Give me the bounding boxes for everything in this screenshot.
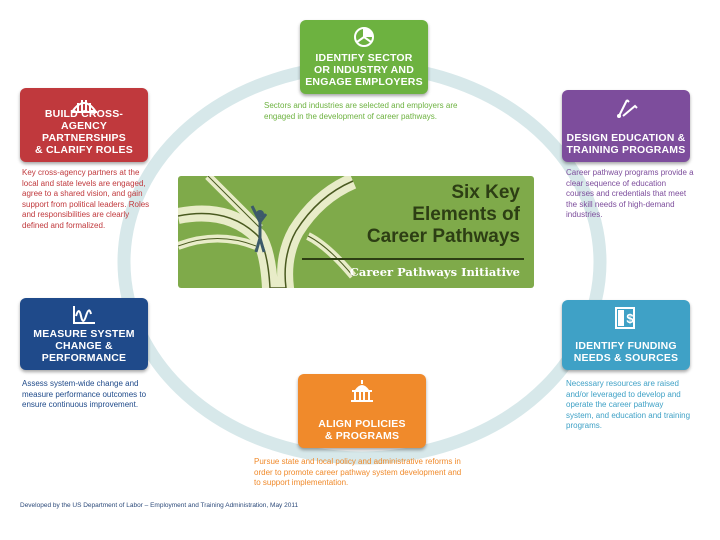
measure-system-title: MEASURE SYSTEM CHANGE & PERFORMANCE	[24, 328, 144, 364]
identify-sector-description: Sectors and industries are selected and …	[264, 101, 469, 122]
measure-system-description: Assess system-wide change and measure pe…	[22, 379, 162, 411]
build-partnerships-box: BUILD CROSS-AGENCY PARTNERSHIPS & CLARIF…	[20, 88, 148, 162]
identify-funding-box: $ IDENTIFY FUNDING NEEDS & SOURCES	[562, 300, 690, 370]
dollar-door-icon: $	[613, 306, 639, 335]
build-partnerships-title: BUILD CROSS-AGENCY PARTNERSHIPS & CLARIF…	[24, 108, 144, 156]
align-policies-description: Pursue state and local policy and admini…	[254, 457, 466, 489]
center-subtitle: Career Pathways Initiative	[350, 265, 520, 279]
measure-system-box: MEASURE SYSTEM CHANGE & PERFORMANCE	[20, 298, 148, 370]
center-divider	[302, 258, 524, 260]
identify-funding-description: Necessary resources are raised and/or le…	[566, 379, 692, 432]
design-education-box: DESIGN EDUCATION & TRAINING PROGRAMS	[562, 90, 690, 162]
pie-chart-icon	[353, 26, 375, 53]
svg-text:$: $	[626, 311, 634, 326]
design-education-description: Career pathway programs provide a clear …	[566, 168, 694, 221]
tree-illustration	[178, 176, 358, 288]
pen-tools-icon	[613, 96, 639, 125]
footer-credit: Developed by the US Department of Labor …	[20, 502, 298, 509]
align-policies-title: ALIGN POLICIES & PROGRAMS	[302, 418, 422, 442]
center-heading: Six Key Elements of Career Pathways	[367, 182, 520, 248]
build-partnerships-description: Key cross-agency partners at the local a…	[22, 168, 150, 231]
identify-funding-title: IDENTIFY FUNDING NEEDS & SOURCES	[566, 340, 686, 364]
capitol-icon	[347, 380, 377, 409]
center-panel: Six Key Elements of Career Pathways Care…	[178, 176, 534, 288]
align-policies-box: ALIGN POLICIES & PROGRAMS	[298, 374, 426, 448]
line-graph-icon	[71, 304, 97, 331]
design-education-title: DESIGN EDUCATION & TRAINING PROGRAMS	[566, 132, 686, 156]
identify-sector-title: IDENTIFY SECTOR OR INDUSTRY AND ENGAGE E…	[304, 52, 424, 88]
identify-sector-box: IDENTIFY SECTOR OR INDUSTRY AND ENGAGE E…	[300, 20, 428, 94]
